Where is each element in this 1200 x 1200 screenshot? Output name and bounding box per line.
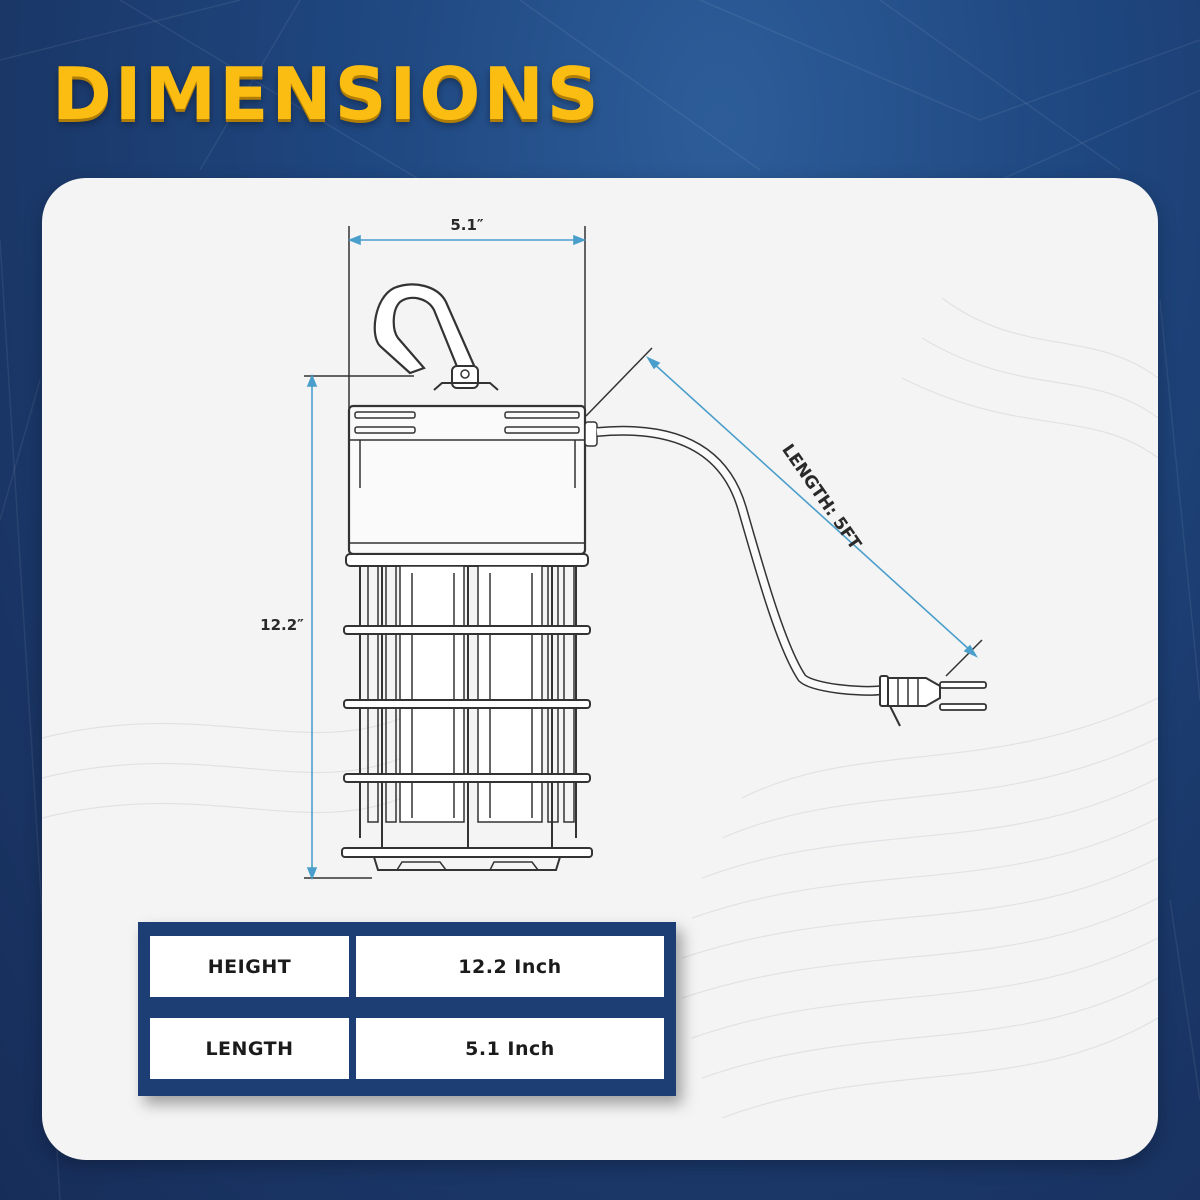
height-label: 12.2″ (260, 616, 304, 634)
spec-value-length: 5.1 Inch (356, 1018, 664, 1079)
spec-value-height: 12.2 Inch (356, 936, 664, 997)
work-light-drawing: 5.1″ 12.2″ LENGTH: 5FT (260, 216, 987, 881)
spec-label-height: HEIGHT (150, 936, 349, 997)
width-label: 5.1″ (450, 216, 484, 234)
card-wave-pattern (42, 297, 1158, 1119)
cord-length-label: LENGTH: 5FT (777, 441, 865, 554)
specs-table: HEIGHT 12.2 Inch LENGTH 5.1 Inch (138, 922, 676, 1096)
diagram-card: 5.1″ 12.2″ LENGTH: 5FT HEIGHT 12.2 Inch … (42, 178, 1158, 1160)
page-title: DIMENSIONS (52, 52, 602, 136)
spec-label-length: LENGTH (150, 1018, 349, 1079)
